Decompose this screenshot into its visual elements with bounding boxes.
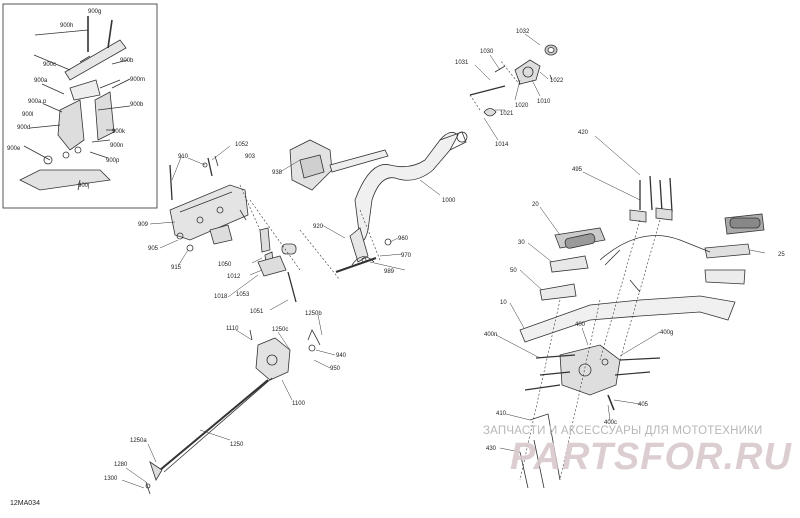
label-1051: 1051 — [250, 309, 264, 315]
middle-linkage — [257, 227, 392, 303]
label-1022: 1022 — [550, 78, 564, 84]
label-1012: 1012 — [227, 274, 241, 280]
label-900e: 900e — [7, 146, 21, 152]
label-405: 405 — [638, 402, 649, 408]
label-903: 903 — [245, 154, 256, 160]
label-430: 430 — [486, 446, 497, 452]
label-915: 915 — [171, 265, 182, 271]
label-25: 25 — [778, 252, 785, 258]
upper-bracket-assembly — [169, 155, 249, 252]
label-989: 989 — [384, 269, 395, 275]
column-bracket — [289, 139, 389, 191]
handlebar-assembly — [519, 175, 765, 343]
label-1053: 1053 — [236, 292, 250, 298]
label-1014: 1014 — [495, 142, 509, 148]
label-900a: 900a — [34, 78, 48, 84]
label-1250b: 1250b — [305, 311, 322, 317]
label-960: 960 — [398, 236, 409, 242]
label-1031: 1031 — [455, 60, 469, 66]
label-900m: 900m — [130, 77, 145, 83]
label-1018: 1018 — [214, 294, 228, 300]
label-900ap: 900a,p — [28, 99, 47, 105]
label-50: 50 — [510, 268, 517, 274]
label-900l: 900l — [22, 112, 33, 118]
alignment-lines — [239, 59, 661, 481]
label-900h: 900h — [60, 23, 73, 29]
label-900j: 900j — [78, 183, 89, 189]
label-970: 970 — [401, 253, 412, 259]
inset-bracket-assembly — [19, 16, 131, 191]
label-1250a: 1250a — [130, 438, 147, 444]
label-1052: 1052 — [235, 142, 249, 148]
label-1030: 1030 — [480, 49, 494, 55]
callout-labels: 900g 900h 900c 900b 900a 900m 900a,p 900… — [7, 9, 785, 482]
label-1000: 1000 — [442, 198, 456, 204]
label-910: 910 — [178, 154, 189, 160]
label-900n: 900n — [110, 143, 123, 149]
lower-steering-shaft — [145, 329, 321, 495]
diagram-code: 12MA034 — [10, 500, 40, 507]
label-495: 495 — [572, 167, 583, 173]
label-900p: 900p — [106, 158, 120, 164]
watermark-logo: PARTSFOR.RU — [510, 436, 792, 478]
label-400n: 400n — [484, 332, 497, 338]
label-1020: 1020 — [515, 103, 529, 109]
label-400c: 400c — [604, 420, 617, 426]
label-909: 909 — [138, 222, 149, 228]
label-950: 950 — [330, 366, 341, 372]
label-900b: 900b — [130, 102, 144, 108]
label-400g: 400g — [660, 330, 673, 336]
leader-lines — [121, 33, 766, 489]
watermark-tagline: ЗАПЧАСТИ И АКСЕССУАРЫ ДЛЯ МОТОТЕХНИКИ — [483, 425, 763, 437]
label-1010: 1010 — [537, 99, 551, 105]
label-900g: 900g — [88, 9, 101, 15]
label-920: 920 — [313, 224, 324, 230]
label-1032: 1032 — [516, 29, 530, 35]
label-1280: 1280 — [114, 462, 128, 468]
label-1110: 1110 — [226, 326, 239, 332]
label-1050: 1050 — [218, 262, 232, 268]
label-30: 30 — [518, 240, 525, 246]
label-1100: 1100 — [292, 401, 306, 407]
label-20: 20 — [532, 202, 539, 208]
label-1250: 1250 — [230, 442, 244, 448]
label-940: 940 — [336, 353, 347, 359]
label-410: 410 — [496, 411, 507, 417]
label-900d: 900d — [17, 125, 30, 131]
label-900b-top: 900b — [120, 58, 134, 64]
label-938: 938 — [272, 170, 283, 176]
steering-tube — [354, 131, 468, 242]
label-1021: 1021 — [500, 111, 514, 117]
handlebar-clamp — [519, 344, 661, 489]
label-900k: 900k — [112, 129, 126, 135]
label-10: 10 — [500, 300, 507, 306]
label-420: 420 — [578, 130, 589, 136]
label-1300: 1300 — [104, 476, 118, 482]
label-900c: 900c — [43, 62, 56, 68]
label-905: 905 — [148, 246, 159, 252]
label-400: 400 — [575, 322, 586, 328]
label-1250c: 1250c — [272, 327, 288, 333]
steering-head-parts — [469, 44, 558, 117]
